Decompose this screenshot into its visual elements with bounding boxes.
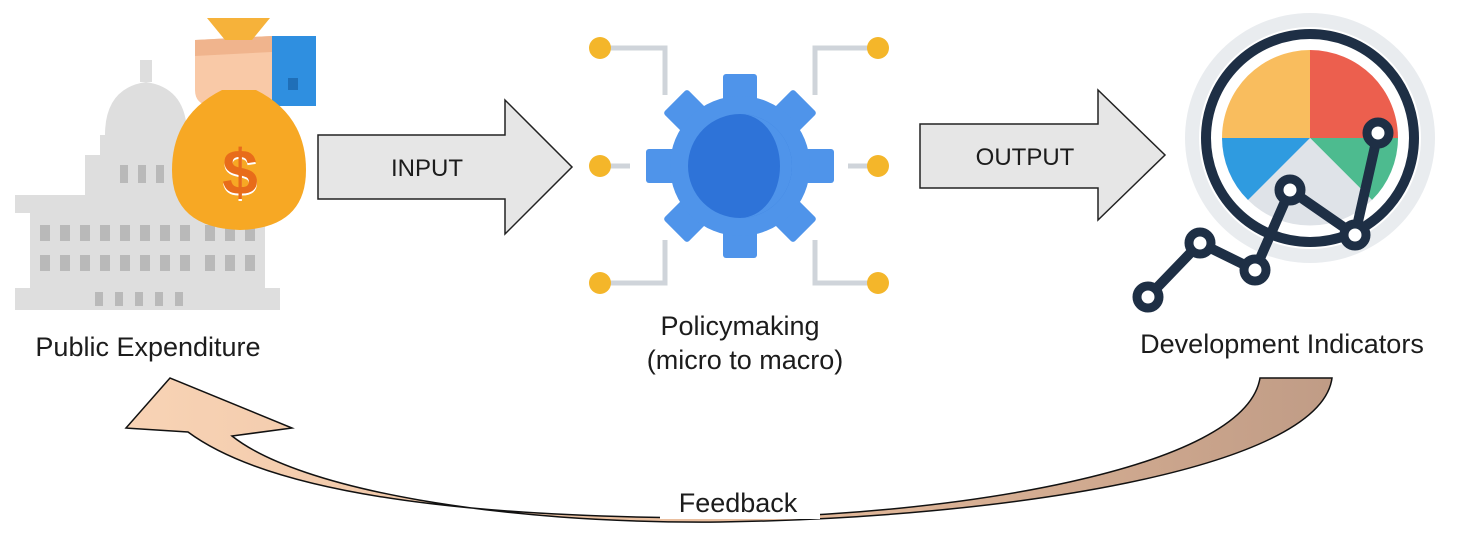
public-expenditure-label: Public Expenditure — [35, 332, 260, 362]
output-arrow: OUTPUT — [919, 88, 1167, 222]
policymaking-label-line2: (micro to macro) — [647, 345, 844, 375]
policymaking-label-line1: Policymaking — [660, 311, 819, 341]
gear-circuit-icon — [589, 37, 889, 294]
input-arrow-label: INPUT — [391, 155, 463, 182]
svg-text:$: $ — [222, 136, 258, 208]
svg-text:$: $ — [222, 138, 258, 210]
input-arrow: INPUT — [317, 98, 574, 236]
capitol-money-bag-icon: $ $ — [15, 18, 316, 310]
development-indicators-label: Development Indicators — [1140, 329, 1424, 359]
pie-chart-trend-icon — [1132, 13, 1435, 313]
feedback-arrow-label: Feedback — [679, 488, 798, 518]
feedback-arrow: Feedback — [124, 377, 1333, 523]
output-arrow-label: OUTPUT — [976, 144, 1075, 171]
